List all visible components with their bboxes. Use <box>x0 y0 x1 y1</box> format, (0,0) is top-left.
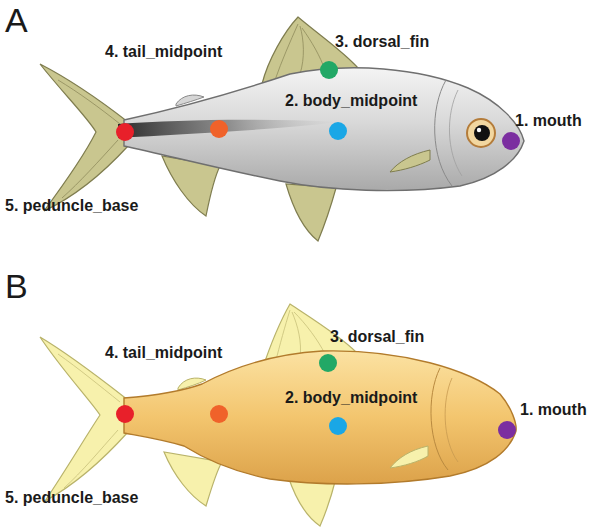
keypoint-label: 5. peduncle_base <box>5 197 138 215</box>
keypoint-dorsal-fin <box>319 354 337 372</box>
pectoral-fin <box>390 446 428 468</box>
keypoint-body-midpoint <box>329 417 347 435</box>
lateral-stripe <box>118 120 340 138</box>
keypoint-label: 1. mouth <box>515 112 582 130</box>
gill-line <box>445 378 458 462</box>
keypoints-b <box>116 354 516 439</box>
tail-fin <box>40 337 128 501</box>
tail-fin <box>40 64 128 211</box>
keypoint-peduncle-base <box>116 405 134 423</box>
keypoint-tail-midpoint <box>210 120 228 138</box>
pupil <box>474 125 490 141</box>
pectoral-fin <box>390 150 430 172</box>
keypoint-peduncle-base <box>116 123 134 141</box>
keypoint-label: 4. tail_midpoint <box>105 43 222 61</box>
keypoint-tail-midpoint <box>210 405 228 423</box>
eye-highlight <box>477 128 481 132</box>
panel-letter: A <box>5 2 28 39</box>
pelvic-fin <box>286 184 336 241</box>
keypoint-label: 3. dorsal_fin <box>335 33 429 51</box>
keypoint-label: 3. dorsal_fin <box>330 328 424 346</box>
keypoints-a <box>116 61 520 150</box>
keypoint-mouth <box>498 421 516 439</box>
keypoint-dorsal-fin <box>320 61 338 79</box>
keypoint-label: 2. body_midpoint <box>285 389 417 407</box>
fish-body <box>124 351 516 484</box>
keypoint-label: 5. peduncle_base <box>5 489 138 507</box>
keypoint-body-midpoint <box>329 122 347 140</box>
keypoint-label: 4. tail_midpoint <box>105 344 222 362</box>
keypoint-mouth <box>502 132 520 150</box>
fin-ray <box>58 354 120 488</box>
fin-ray <box>58 80 120 198</box>
panel-letter: B <box>5 268 28 305</box>
keypoint-label: 1. mouth <box>520 401 587 419</box>
eye <box>467 119 495 147</box>
keypoint-label: 2. body_midpoint <box>285 92 417 110</box>
gill-line <box>449 90 462 176</box>
